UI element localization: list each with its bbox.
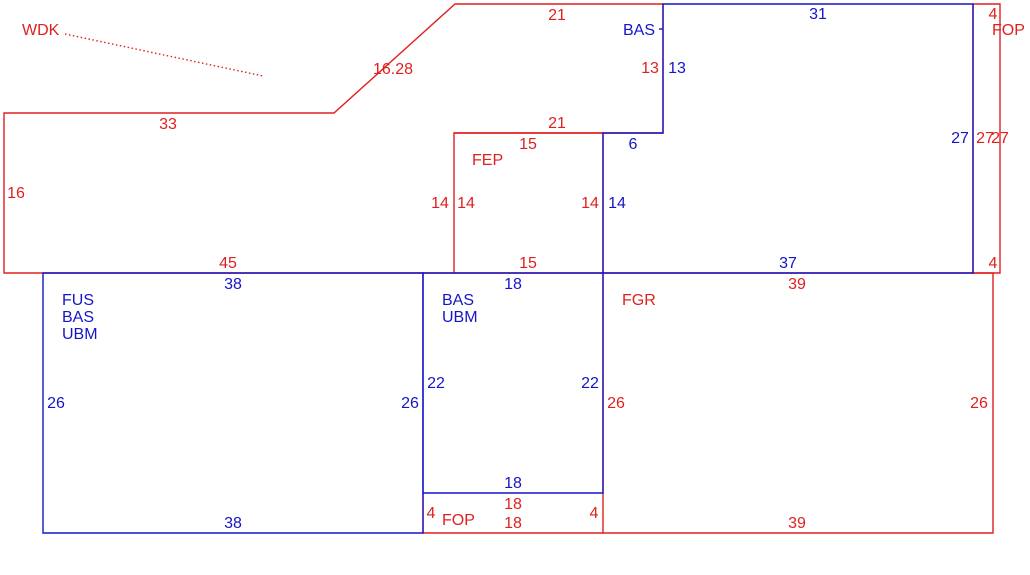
fop-right-area-label: FOP [992,22,1025,39]
dimension-label: 38 [224,276,242,293]
dimension-label: 14 [431,195,449,212]
fop-bottom-area-label: FOP [442,512,475,529]
dimension-label: 15 [519,255,537,272]
fgr-area-label: FGR [622,292,656,309]
dimension-label: 15 [519,136,537,153]
dimension-label: 18 [504,276,522,293]
dimension-label: 18 [504,496,522,513]
fus-bas-ubm-outline [42,272,424,534]
bas-ubm-outline [422,272,604,494]
dimension-label: 27 [991,130,1009,147]
blue-outline-group [42,3,974,534]
dimension-label: 14 [608,195,626,212]
dimension-label: 18 [504,475,522,492]
bas-area-label: BAS [442,292,474,309]
bas-top-outline [602,3,974,274]
red-outline-group [3,3,1001,534]
fep-area-label: FEP [472,152,503,169]
ubm-area-label: UBM [442,309,478,326]
red-area-labels: WDK FEP FGR FOP FOP [22,22,1025,529]
bas-top-area-label: BAS [623,22,655,39]
fgr-outline [602,272,994,534]
dimension-label: 39 [788,515,806,532]
dimension-label: 18 [504,515,522,532]
dimension-label: 6 [629,136,638,153]
dimension-label: 26 [970,395,988,412]
ubm-area-label: UBM [62,326,98,343]
dimension-label: 4 [989,255,998,272]
dimension-label: 4 [590,505,599,522]
dimension-label: 45 [219,255,237,272]
blue-area-labels: BAS FUS BAS UBM BAS UBM [62,22,655,343]
fus-area-label: FUS [62,292,94,309]
dimension-label: 27 [951,130,969,147]
wdk-leader-line [64,33,264,77]
dimension-label: 16 [7,185,25,202]
dimension-label: 31 [809,6,827,23]
dimension-label: 13 [641,60,659,77]
blue-dimension-labels: 13 31 6 14 27 37 38 26 26 38 18 22 22 18 [47,6,969,532]
dimension-label: 26 [607,395,625,412]
dimension-label: 27 [976,130,994,147]
dimension-label: 26 [47,395,65,412]
dimension-label: 33 [159,116,177,133]
dimension-label: 21 [548,7,566,24]
dimension-label: 22 [581,375,599,392]
dimension-label: 14 [581,195,599,212]
wdk-area-label: WDK [22,22,60,39]
dimension-label: 37 [779,255,797,272]
dimension-label: 38 [224,515,242,532]
wdk-outline [3,3,664,274]
dimension-label: 14 [457,195,475,212]
dimension-label: 22 [427,375,445,392]
dimension-label: 13 [668,60,686,77]
dimension-label: 39 [788,276,806,293]
dimension-label: 4 [989,6,998,23]
dimension-label: 21 [548,115,566,132]
red-dimension-labels: 21 16.28 33 16 45 21 13 15 14 14 14 15 4… [7,6,1009,532]
bas-area-label: BAS [62,309,94,326]
dimension-label: 4 [427,505,436,522]
dimension-label: 26 [401,395,419,412]
dimension-label: 16.28 [373,61,413,78]
